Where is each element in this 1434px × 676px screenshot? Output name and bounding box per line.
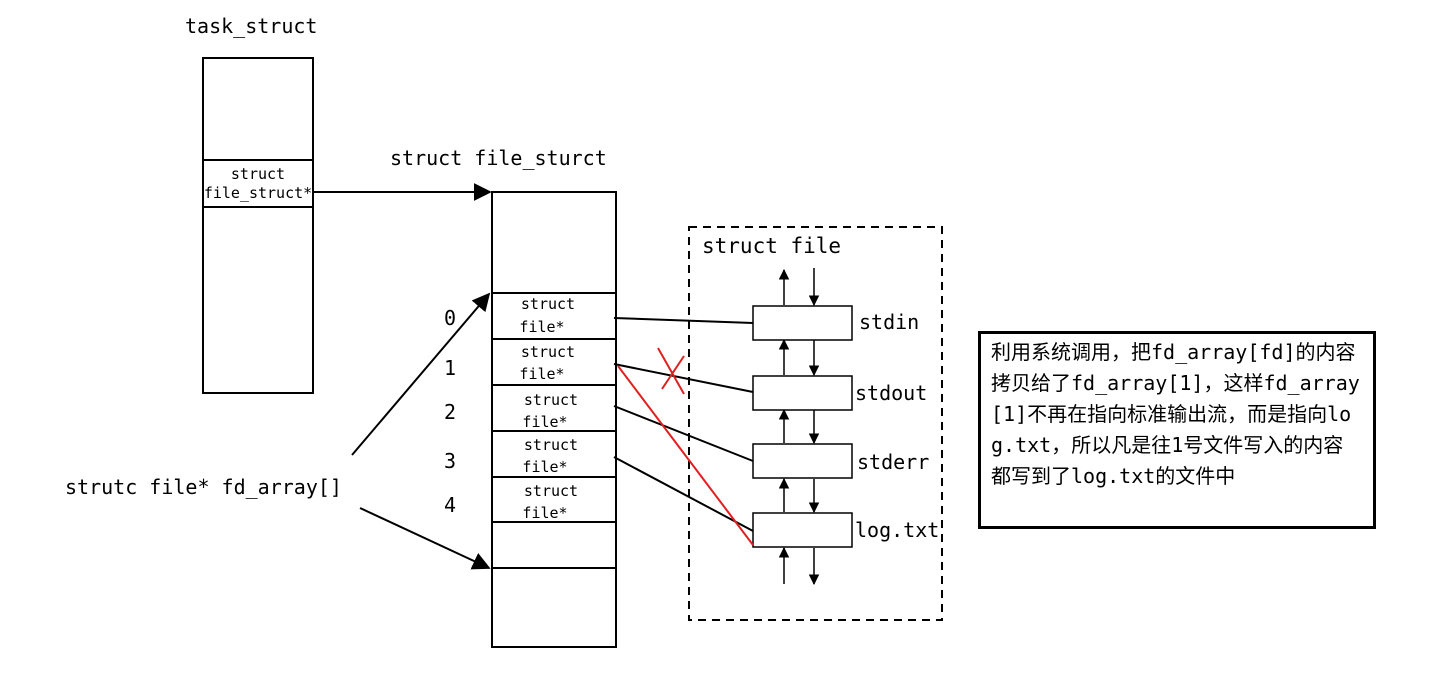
fd-slot-1-line1: struct [521,343,575,361]
fd-slot-4-line1: struct [524,482,578,500]
link-fd3-log [613,456,754,532]
file-box-stderr [752,443,853,479]
fd-slot-2-line2: file* [522,413,567,431]
fd-array-label: strutc file* fd_array[] [65,475,342,499]
fd-index-1: 1 [444,356,456,380]
file-box-stdout [752,375,853,411]
fd-slot-1: struct file* [491,338,617,386]
link-fd0-stdin [613,317,754,324]
file-box-log [752,512,853,548]
struct-file-title: struct file [702,234,841,258]
explanation-note: 利用系统调用，把fd_array[fd]的内容拷贝给了fd_array[1]，这… [978,331,1376,529]
fd-array-end-slot [491,521,617,569]
fd-slot-2: struct file* [491,384,617,432]
link-fd2-stderr [613,405,754,462]
cross-mark [657,347,685,395]
fd-slot-0: struct file* [491,292,617,340]
task-struct-box [202,57,314,394]
fd-slot-3: struct file* [491,430,617,478]
file-label-stdin: stdin [859,310,919,334]
fd-slot-3-line2: file* [522,458,567,476]
file-label-log: log.txt [855,518,939,542]
fd-slot-0-line2: file* [519,318,564,336]
file-label-stdout: stdout [855,381,927,405]
struct-file-group [688,226,943,621]
fd-array-start-arrow [351,292,491,456]
fd-slot-0-line1: struct [521,295,575,313]
task-slot-line2: file_struct* [204,184,312,202]
file-struct-title: struct file_sturct [390,146,607,170]
fd-slot-2-line1: struct [524,391,578,409]
fd-slot-4: struct file* [491,476,617,523]
task-struct-file-struct-slot [202,159,314,208]
link-fd1-stdout [613,363,754,393]
fd-index-3: 3 [444,449,456,473]
fd-index-0: 0 [444,306,456,330]
fd-slot-3-line1: struct [524,436,578,454]
file-list-arrows [778,268,820,586]
task-struct-title: task_struct [185,14,317,38]
redirect-fd1-log-line [617,365,754,546]
fd-index-4: 4 [444,493,456,517]
fd-array-end-arrow [359,507,491,570]
file-box-stdin [752,305,853,341]
fd-slot-1-line2: file* [519,365,564,383]
fd-index-2: 2 [444,400,456,424]
fd-slot-4-line2: file* [522,504,567,522]
task-slot-line1: struct [231,165,285,183]
file-label-stderr: stderr [857,450,929,474]
